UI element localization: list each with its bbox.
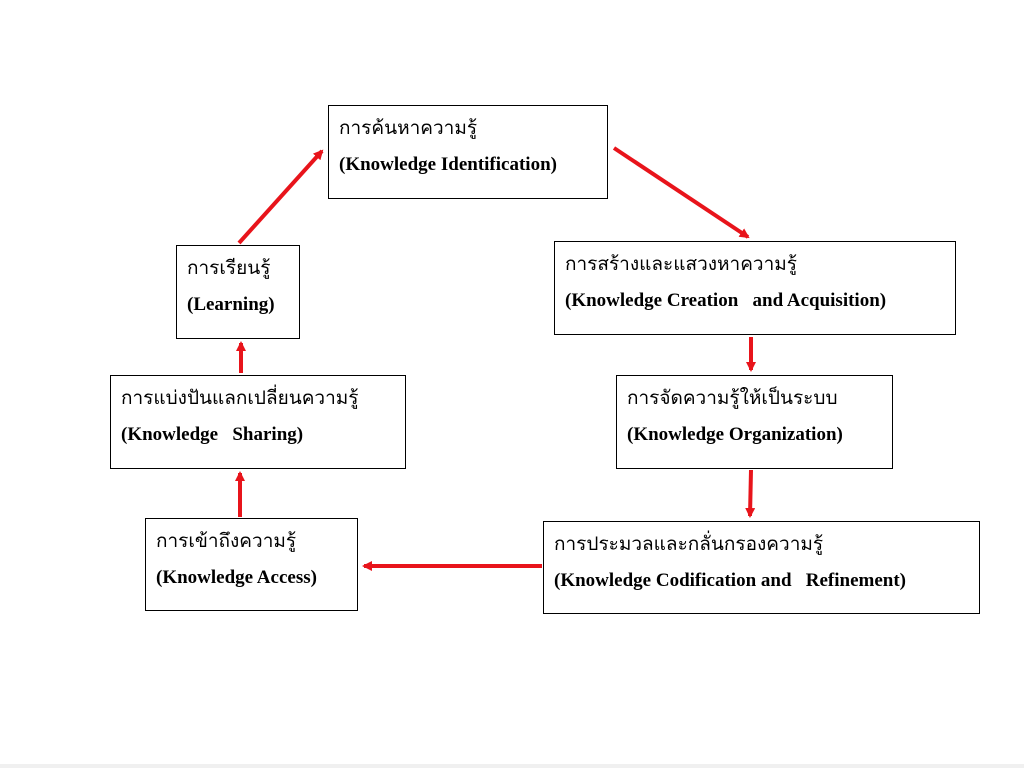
node-access: การเข้าถึงความรู้ (Knowledge Access) (145, 518, 358, 611)
node-access-thai: การเข้าถึงความรู้ (156, 531, 297, 552)
node-codification-thai: การประมวลและกลั่นกรองความรู้ (554, 534, 824, 555)
node-creation-thai: การสร้างและแสวงหาความรู้ (565, 254, 797, 275)
node-access-english: (Knowledge Access) (156, 567, 317, 588)
node-organization-thai: การจัดความรู้ให้เป็นระบบ (627, 388, 838, 409)
arrow-learning-to-identification (237, 149, 324, 245)
node-identification-english: (Knowledge Identification) (339, 154, 557, 175)
node-sharing-thai: การแบ่งปันแลกเปลี่ยนความรู้ (121, 388, 359, 409)
node-identification: การค้นหาความรู้ (Knowledge Identificatio… (328, 105, 608, 199)
node-codification-english: (Knowledge Codification and Refinement) (554, 570, 907, 591)
node-learning: การเรียนรู้ (Learning) (176, 245, 300, 339)
node-codification: การประมวลและกลั่นกรองความรู้ (Knowledge … (543, 521, 980, 614)
node-creation: การสร้างและแสวงหาความรู้ (Knowledge Crea… (554, 241, 956, 335)
node-sharing: การแบ่งปันแลกเปลี่ยนความรู้ (Knowledge S… (110, 375, 406, 469)
node-organization: การจัดความรู้ให้เป็นระบบ (Knowledge Orga… (616, 375, 893, 469)
node-sharing-english: (Knowledge Sharing) (121, 424, 304, 445)
node-creation-english: (Knowledge Creation and Acquisition) (565, 290, 887, 311)
node-organization-english: (Knowledge Organization) (627, 424, 843, 445)
arrow-organization-to-codification (745, 469, 756, 518)
arrow-identification-to-creation (612, 146, 750, 239)
bottom-divider (0, 764, 1024, 768)
node-learning-thai: การเรียนรู้ (187, 258, 271, 279)
node-learning-english: (Learning) (187, 294, 275, 315)
node-identification-thai: การค้นหาความรู้ (339, 118, 478, 139)
